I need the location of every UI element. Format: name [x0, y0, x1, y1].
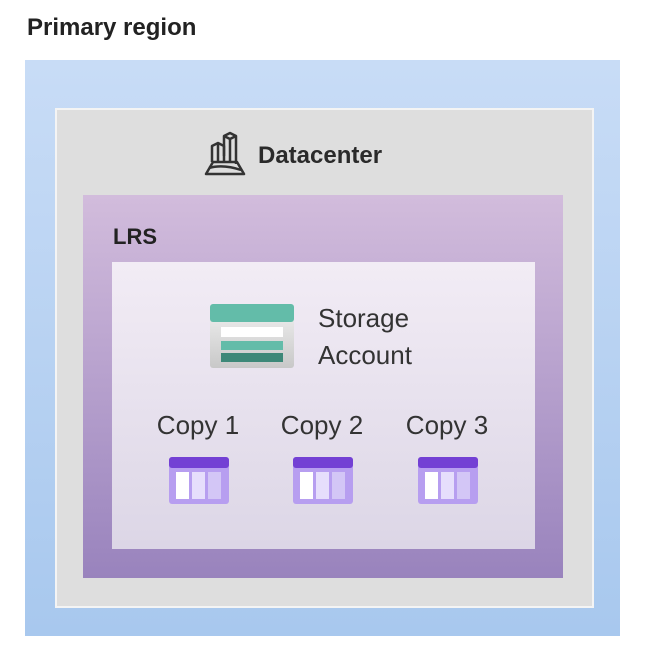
copy-3-table-icon: [418, 457, 478, 504]
datacenter-label: Datacenter: [258, 142, 383, 169]
copy-1-table-icon: [169, 457, 229, 504]
storage-account-label-line2: Account: [318, 340, 412, 370]
datacenter-icon: [204, 131, 246, 176]
copy-2-label: Copy 2: [280, 410, 364, 440]
storage-account-label-line1: Storage: [318, 303, 410, 333]
lrs-label: LRS: [113, 224, 157, 249]
copy-3-label: Copy 3: [405, 410, 489, 440]
copy-2-table-icon: [293, 457, 353, 504]
storage-account-icon: [210, 304, 294, 368]
primary-region-title: Primary region: [27, 14, 197, 41]
copy-1-label: Copy 1: [156, 410, 240, 440]
